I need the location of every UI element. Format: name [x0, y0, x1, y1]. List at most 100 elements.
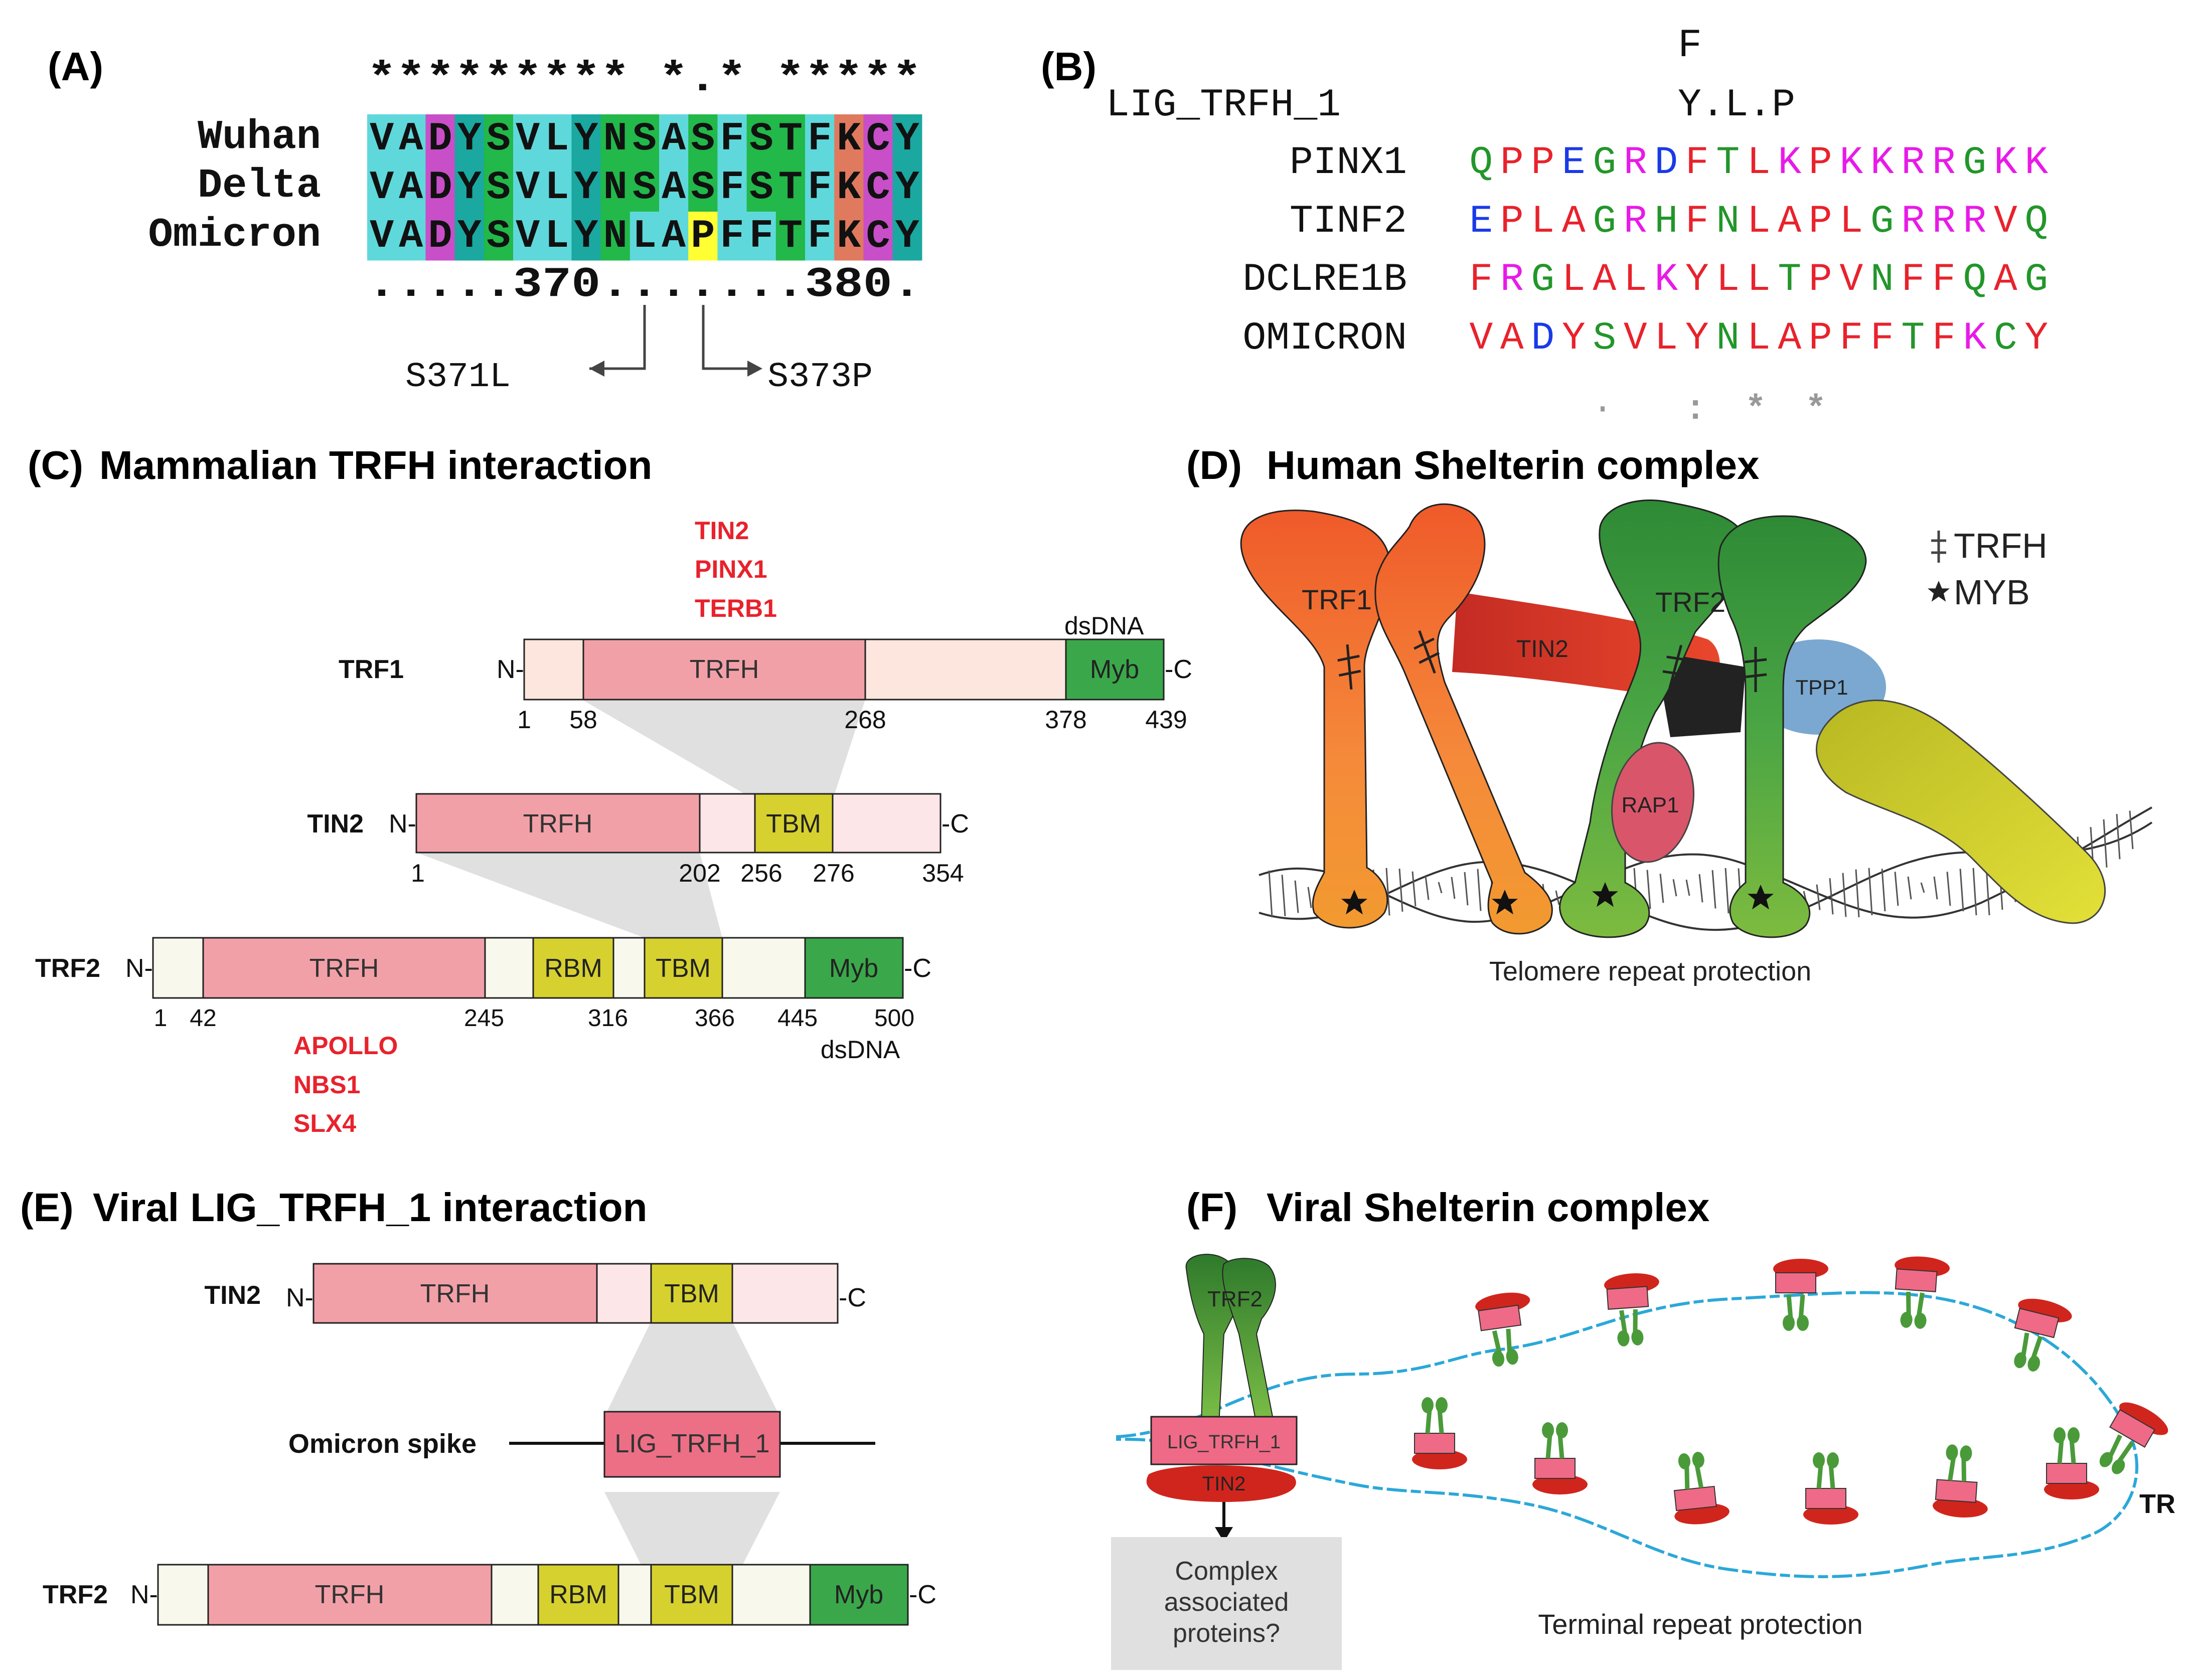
sequence-residue: L	[1654, 316, 1678, 361]
residue-letter: F	[720, 165, 744, 211]
sequence-residue: F	[1870, 316, 1894, 361]
arrowhead-s371l-icon	[589, 361, 604, 377]
residue-cell	[892, 212, 922, 261]
trf2-pos-7: 500	[874, 1005, 914, 1032]
dna-rung	[1385, 868, 1390, 916]
residue-letter: V	[516, 165, 540, 211]
dna-rung	[1842, 873, 1847, 917]
star-icon	[1592, 882, 1618, 907]
star-icon	[1748, 885, 1774, 910]
panel-b-label: (B)	[1041, 44, 1096, 89]
residue-letter: Y	[574, 165, 598, 211]
sequence-residue: K	[2024, 141, 2048, 185]
trf1-c-term: -C	[1165, 655, 1192, 684]
mini-shelterin-complex	[1475, 1292, 1530, 1367]
main-lig-box	[1150, 1416, 1298, 1465]
sequence-residue: S	[1593, 316, 1616, 361]
mini-shelterin-complex	[1673, 1452, 1730, 1525]
question-box	[1111, 1537, 1342, 1670]
dna-rung	[1438, 882, 1443, 894]
residue-cell	[805, 163, 835, 212]
residue-letter: A	[662, 214, 686, 259]
dna-rung	[1972, 868, 1977, 916]
main-tin2-body	[1146, 1465, 1296, 1502]
sequence-residue: P	[1809, 316, 1832, 361]
residue-cell	[805, 212, 835, 261]
sequence-residue: L	[1747, 200, 1771, 244]
motif-alt-residue: F	[1678, 23, 1702, 69]
trf2-pos-1: 1	[154, 1005, 168, 1032]
e-trf2-rbm-label: RBM	[549, 1580, 607, 1609]
trf2-partner-1: APOLLO	[293, 1032, 398, 1060]
sequence-residue: A	[1778, 316, 1801, 361]
residue-cell	[746, 114, 776, 163]
legend-double-dagger-icon	[1931, 531, 1946, 563]
conservation-mark-4: *	[1805, 390, 1826, 430]
row-name-omicron: Omicron	[148, 212, 321, 258]
dna-rung	[1959, 869, 1964, 912]
sequence-residue: A	[1562, 200, 1586, 244]
residue-cell	[746, 212, 776, 261]
residue-letter: F	[808, 165, 832, 211]
tin2-name: TIN2	[307, 809, 364, 838]
residue-cell	[571, 212, 601, 261]
dna-rung	[2116, 813, 2121, 860]
residue-letter: D	[428, 116, 452, 162]
residue-cell	[746, 163, 776, 212]
trf1-pos-4: 378	[1045, 706, 1086, 734]
trf2-tbm-domain	[644, 937, 723, 999]
panel-d-title: Human Shelterin complex	[1267, 443, 1759, 487]
trf1-pos-1: 1	[517, 706, 531, 734]
trf1-pos-3: 268	[844, 706, 886, 734]
double-dagger-icon	[1414, 630, 1440, 674]
star-icon	[1341, 890, 1367, 915]
double-dagger-icon	[1744, 647, 1767, 692]
sequence-residue: F	[1839, 316, 1863, 361]
residue-letter: N	[603, 165, 628, 211]
sequence-residue: E	[1469, 200, 1493, 244]
e-trf2-tbm-domain	[650, 1564, 733, 1626]
mutation-s371l: S371L	[405, 358, 511, 397]
row-name-delta: Delta	[198, 162, 321, 209]
sequence-residue: F	[1932, 316, 1956, 361]
sequence-residue: N	[1716, 200, 1740, 244]
residue-cell	[571, 114, 601, 163]
residue-letter: Y	[574, 116, 598, 162]
dna-rung	[1555, 890, 1560, 905]
myb-marks	[1341, 882, 1774, 915]
question-line-1: Complex	[1175, 1557, 1278, 1586]
dna-rung	[1307, 887, 1312, 908]
mini-shelterin-complex	[1412, 1397, 1467, 1469]
trf1-name: TRF1	[339, 655, 404, 684]
residue-letter: V	[516, 214, 540, 259]
sequence-residue: L	[1716, 258, 1740, 302]
mini-shelterin-complex	[2099, 1402, 2168, 1474]
rap1-body	[1611, 742, 1694, 863]
sequence-residue: Q	[1469, 141, 1493, 185]
sequence-residue: L	[1839, 200, 1863, 244]
connector-trf1-tin2	[582, 700, 865, 800]
e-tin2-c-term: -C	[839, 1283, 866, 1312]
panel-f-caption: Terminal repeat protection	[1538, 1608, 1862, 1640]
residue-letter: F	[808, 116, 832, 162]
e-trf2-myb-label: Myb	[834, 1580, 883, 1609]
residue-cell	[396, 114, 426, 163]
residue-letter: Y	[457, 116, 482, 162]
seq-name-dclre1b: DCLRE1B	[1242, 258, 1407, 302]
panel-c: (C) Mammalian TRFH interaction TIN2 PINX…	[28, 443, 1192, 1137]
connector-tin2-spike	[604, 1321, 780, 1417]
residue-cell	[892, 114, 922, 163]
rap1-label: RAP1	[1622, 793, 1679, 817]
panel-e-label: (E)	[20, 1185, 74, 1230]
sequence-residue: N	[1870, 258, 1894, 302]
main-tin2-label: TIN2	[1202, 1473, 1246, 1495]
question-line-3: proteins?	[1173, 1619, 1280, 1648]
e-trf2-trfh-label: TRFH	[315, 1580, 385, 1609]
tin2-pos-5: 354	[922, 859, 964, 887]
residue-cell	[659, 163, 689, 212]
e-tin2-tbm-label: TBM	[664, 1279, 719, 1308]
sequence-residue: L	[1562, 258, 1586, 302]
double-dagger-icon	[1337, 644, 1361, 690]
panel-f-title: Viral Shelterin complex	[1267, 1185, 1709, 1230]
